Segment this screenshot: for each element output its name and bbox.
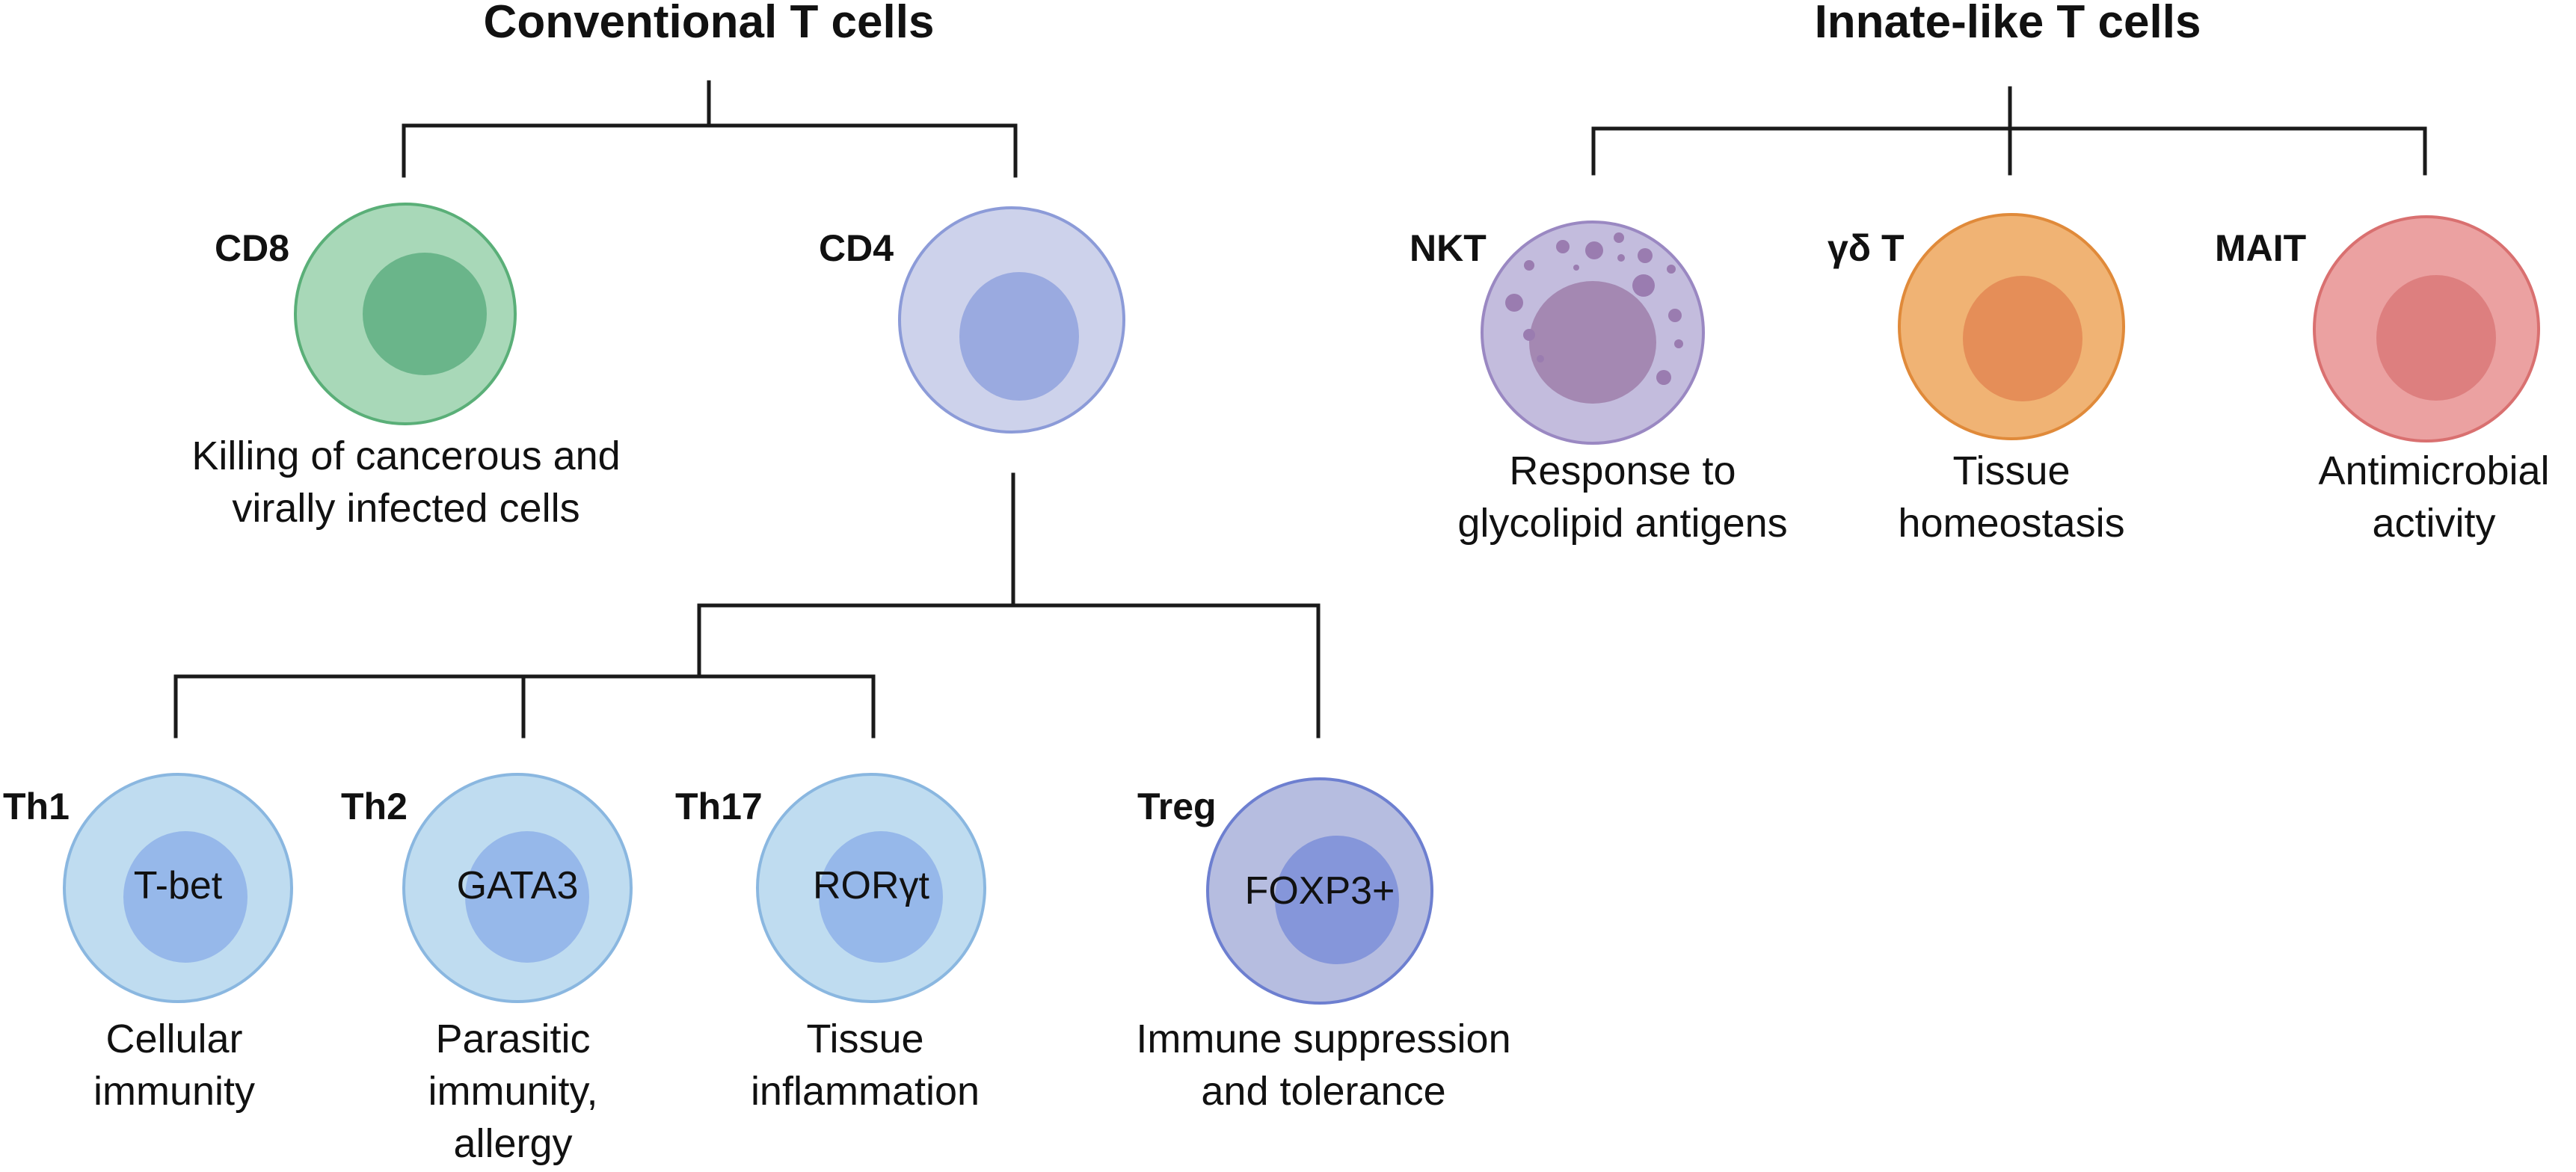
- nkt-granule: [1556, 240, 1570, 253]
- desc-th17: Tissue inflammation: [751, 1013, 980, 1117]
- nkt-granule: [1668, 309, 1682, 322]
- nkt-granule: [1505, 294, 1523, 312]
- label-cd4: CD4: [819, 227, 894, 269]
- cell-mait-nucleus: [2376, 275, 2496, 401]
- cell-th17-nucleus: [819, 831, 943, 963]
- cell-nkt-nucleus: [1529, 281, 1656, 404]
- desc-mait: Antimicrobial activity: [2318, 445, 2549, 549]
- cell-th2-nucleus: [465, 831, 589, 963]
- nkt-granule: [1537, 355, 1544, 363]
- desc-th2: Parasitic immunity, allergy: [428, 1013, 597, 1170]
- cell-th1: [63, 773, 293, 1003]
- cell-gdt-nucleus: [1963, 276, 2082, 401]
- label-th17: Th17: [675, 786, 763, 827]
- label-nkt: NKT: [1410, 227, 1487, 269]
- label-th2: Th2: [341, 786, 408, 827]
- desc-th17-line-2: inflammation: [750, 1069, 980, 1114]
- cell-th1-nucleus: [123, 831, 248, 963]
- desc-gdt-line-2: homeostasis: [1898, 501, 2125, 546]
- desc-mait-line-2: activity: [2372, 501, 2496, 546]
- nkt-granule: [1523, 329, 1535, 341]
- cell-cd8-nucleus: [363, 253, 487, 375]
- desc-cd8: Killing of cancerous and virally infecte…: [191, 430, 620, 534]
- cell-treg: [1206, 777, 1433, 1005]
- marker-th1: T-bet: [133, 864, 223, 907]
- cell-cd8: [294, 203, 517, 425]
- desc-th2-line-3: allergy: [453, 1121, 573, 1166]
- desc-th1: Cellular immunity: [93, 1013, 255, 1117]
- marker-treg: FOXP3+: [1244, 869, 1395, 913]
- nkt-granule: [1585, 241, 1603, 259]
- desc-mait-line-1: Antimicrobial: [2318, 448, 2550, 493]
- cell-th17: [756, 773, 986, 1003]
- marker-th2: GATA3: [456, 864, 579, 907]
- desc-cd8-line-2: virally infected cells: [232, 486, 580, 531]
- desc-cd8-line-1: Killing of cancerous and: [191, 434, 621, 478]
- desc-treg-line-2: and tolerance: [1201, 1069, 1446, 1114]
- desc-nkt-line-1: Response to: [1509, 448, 1736, 493]
- nkt-granule: [1674, 339, 1683, 348]
- desc-th2-line-2: immunity,: [428, 1069, 598, 1114]
- label-mait: MAIT: [2215, 227, 2307, 269]
- label-cd8: CD8: [215, 227, 290, 269]
- cell-treg-nucleus: [1275, 836, 1399, 964]
- desc-th2-line-1: Parasitic: [435, 1017, 591, 1061]
- nkt-granule: [1573, 265, 1579, 271]
- nkt-granule: [1667, 265, 1676, 274]
- marker-th17: RORγt: [813, 864, 929, 907]
- nkt-granule: [1656, 370, 1671, 385]
- label-th1: Th1: [3, 786, 70, 827]
- cell-cd4: [898, 206, 1125, 434]
- desc-th17-line-1: Tissue: [806, 1017, 924, 1061]
- cell-gdt: [1898, 213, 2125, 440]
- connector-lines: [173, 80, 2427, 738]
- desc-treg-line-1: Immune suppression: [1136, 1017, 1511, 1061]
- desc-gdt: Tissue homeostasis: [1898, 445, 2124, 549]
- nkt-granule: [1524, 260, 1534, 271]
- desc-treg: Immune suppression and tolerance: [1136, 1013, 1510, 1117]
- nkt-granule: [1614, 232, 1624, 243]
- cell-cd4-nucleus: [959, 272, 1079, 401]
- cell-nkt: [1481, 220, 1705, 445]
- cells-layer: [63, 203, 2540, 1005]
- label-gdt: γδ T: [1828, 227, 1905, 269]
- desc-th1-line-1: Cellular: [105, 1017, 243, 1061]
- header-innate: Innate-like T cells: [1814, 0, 2201, 48]
- desc-gdt-line-1: Tissue: [1952, 448, 2071, 493]
- nkt-granule: [1632, 274, 1655, 297]
- nkt-granule: [1617, 254, 1625, 262]
- cell-mait: [2313, 215, 2540, 442]
- desc-nkt-line-2: glycolipid antigens: [1457, 501, 1788, 546]
- header-conventional: Conventional T cells: [483, 0, 935, 48]
- cell-th2: [402, 773, 633, 1003]
- desc-nkt: Response to glycolipid antigens: [1457, 445, 1787, 549]
- desc-th1-line-2: immunity: [93, 1069, 256, 1114]
- label-treg: Treg: [1137, 786, 1217, 827]
- nkt-granule: [1638, 248, 1653, 263]
